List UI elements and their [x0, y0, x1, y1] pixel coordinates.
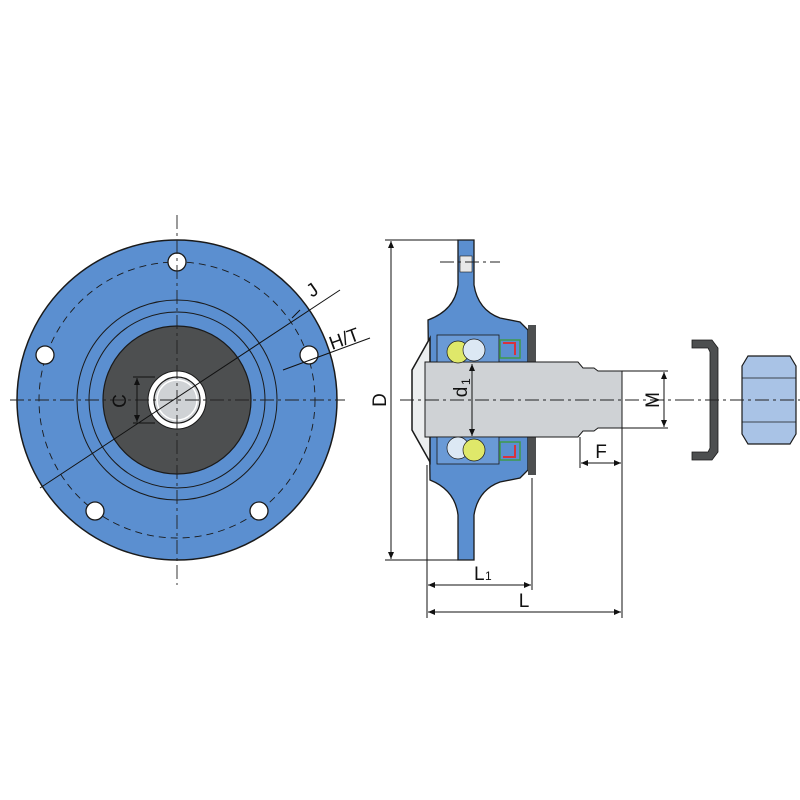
- dim-label-C: C: [110, 394, 131, 408]
- dimensions: D d 1 M F L 1 L: [370, 239, 668, 618]
- bolt-hole: [85, 501, 105, 521]
- dim-label-HT: H/T: [327, 324, 363, 354]
- dim-label-L: L: [519, 591, 530, 612]
- lock-washer: [691, 339, 719, 461]
- dim-label-M: M: [643, 392, 664, 408]
- bolt-holes: [35, 252, 319, 521]
- flange-hole-marker: [459, 255, 473, 273]
- svg-text:L: L: [474, 564, 485, 585]
- bolt-hole: [249, 501, 269, 521]
- section-view: [400, 239, 800, 561]
- dim-label-J: J: [303, 279, 323, 302]
- dim-label-F: F: [595, 442, 607, 463]
- dim-label-D: D: [370, 393, 391, 407]
- front-view: C J H/T: [10, 215, 371, 585]
- svg-text:1: 1: [459, 378, 473, 385]
- bolt-hole: [299, 345, 319, 365]
- bolt-hole: [35, 345, 55, 365]
- shaft: [424, 361, 623, 438]
- dim-label-L1: L 1: [474, 564, 492, 585]
- bearing-top: [436, 334, 521, 364]
- svg-text:d: d: [451, 387, 472, 398]
- dim-label-d1: d 1: [451, 378, 473, 397]
- bearing-bottom: [436, 436, 521, 465]
- svg-text:1: 1: [485, 569, 492, 583]
